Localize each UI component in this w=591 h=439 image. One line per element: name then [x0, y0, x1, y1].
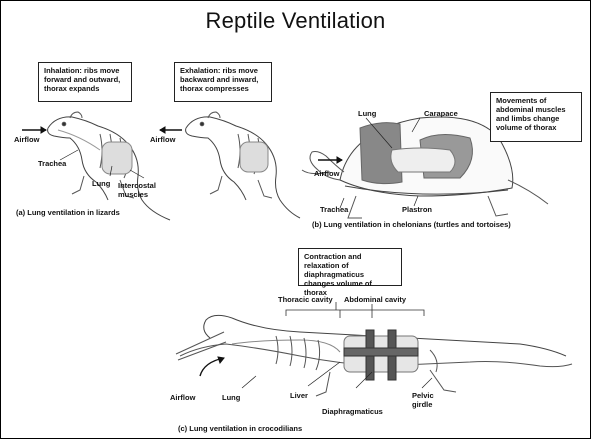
airflow-label: Airflow: [170, 394, 195, 403]
airflow-label: Airflow: [150, 136, 175, 145]
thoracic-cavity-label: Thoracic cavity: [278, 296, 333, 305]
movements-callout: Movements of abdominal muscles and limbs…: [490, 92, 582, 142]
airflow-label: Airflow: [14, 136, 39, 145]
contraction-callout: Contraction and relaxation of diaphragma…: [298, 248, 402, 286]
lung-label: Lung: [358, 110, 376, 119]
exhalation-callout: Exhalation: ribs move backward and inwar…: [174, 62, 272, 102]
airflow-label: Airflow: [314, 170, 339, 179]
plastron-label: Plastron: [402, 206, 432, 215]
caption-c: (c) Lung ventilation in crocodilians: [178, 424, 302, 433]
inhalation-callout: Inhalation: ribs move forward and outwar…: [38, 62, 132, 102]
caption-a: (a) Lung ventilation in lizards: [16, 208, 120, 217]
intercostal-muscles-label: Intercostal muscles: [118, 182, 160, 199]
lizard-exhalation-illustration: [186, 112, 300, 218]
trachea-label: Trachea: [320, 206, 348, 215]
crocodile-illustration: [176, 315, 572, 396]
liver-label: Liver: [290, 392, 308, 401]
lung-label: Lung: [222, 394, 240, 403]
lung-label: Lung: [92, 180, 110, 189]
diaphragmaticus-label: Diaphragmaticus: [322, 408, 383, 417]
pelvic-girdle-label: Pelvic girdle: [412, 392, 446, 409]
caption-b: (b) Lung ventilation in chelonians (turt…: [312, 220, 511, 229]
trachea-label: Trachea: [38, 160, 66, 169]
carapace-label: Carapace: [424, 110, 458, 119]
abdominal-cavity-label: Abdominal cavity: [344, 296, 406, 305]
